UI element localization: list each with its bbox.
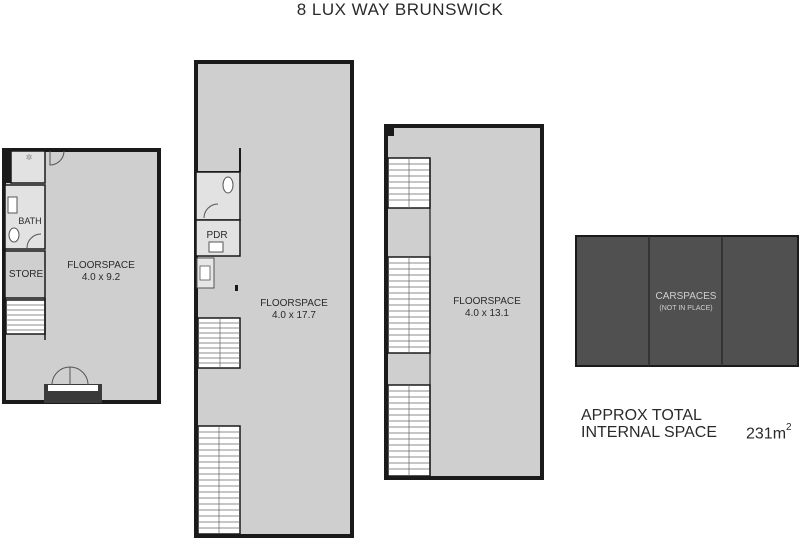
floor-plan-first: PDR FLOORSPACE 4.0 x 17.7	[194, 60, 354, 538]
total-area-unit-sup: 2	[786, 422, 792, 433]
entry-door-swing	[51, 366, 89, 386]
summary-line-1: APPROX TOTAL	[581, 407, 702, 424]
ground-wall-block	[3, 150, 11, 183]
second-floorspace-dims: 4.0 x 13.1	[465, 308, 509, 319]
second-stairs-upper	[387, 157, 431, 209]
first-stairs-lower	[197, 425, 241, 535]
store-label: STORE	[9, 269, 44, 280]
store-room	[4, 250, 46, 299]
pdr-wc-room	[195, 171, 241, 221]
entry-door-opening	[48, 385, 98, 391]
plan-title: 8 LUX WAY BRUNSWICK	[296, 0, 504, 19]
ground-floorspace-dims: 4.0 x 9.2	[82, 272, 121, 283]
first-stairs-upper	[197, 317, 241, 369]
second-stairs-middle	[387, 256, 431, 354]
area-summary: APPROX TOTAL INTERNAL SPACE	[581, 407, 717, 441]
carspaces-note: (NOT IN PLACE)	[659, 305, 712, 312]
carspaces-label: CARSPACES	[656, 291, 717, 302]
bath-door-swing	[26, 233, 42, 249]
ground-floorspace-label: FLOORSPACE	[67, 260, 135, 271]
floor-plan-ground: ✲ BATH STORE FLOORSPACE 4.0 x 9.2	[2, 148, 161, 404]
first-floorspace-dims: 4.0 x 17.7	[272, 310, 316, 321]
toilet-icon	[8, 227, 20, 243]
total-area-value: 231m	[746, 425, 787, 443]
pdr-door-swing	[203, 203, 219, 219]
summary-line-2: INTERNAL SPACE	[581, 424, 718, 441]
second-floorspace-label: FLOORSPACE	[453, 296, 521, 307]
pdr-toilet-icon	[222, 176, 234, 194]
ground-stairs	[5, 299, 46, 335]
fan-icon: ✲	[26, 153, 33, 162]
ground-door-swing	[49, 150, 65, 166]
total-area: 231m2	[746, 422, 792, 443]
carspaces-area	[575, 235, 799, 367]
second-stairs-lower	[387, 384, 431, 477]
pdr-basin-icon	[208, 241, 224, 253]
ground-laundry-room	[10, 150, 46, 184]
basin-icon	[7, 196, 18, 214]
bath-label: BATH	[18, 216, 41, 226]
floor-plan-second: FLOORSPACE 4.0 x 13.1	[384, 124, 544, 480]
sink-icon	[199, 265, 211, 281]
first-floorspace-label: FLOORSPACE	[260, 298, 328, 309]
pdr-label: PDR	[206, 230, 227, 241]
carspaces-block: CARSPACES (NOT IN PLACE)	[575, 235, 799, 367]
